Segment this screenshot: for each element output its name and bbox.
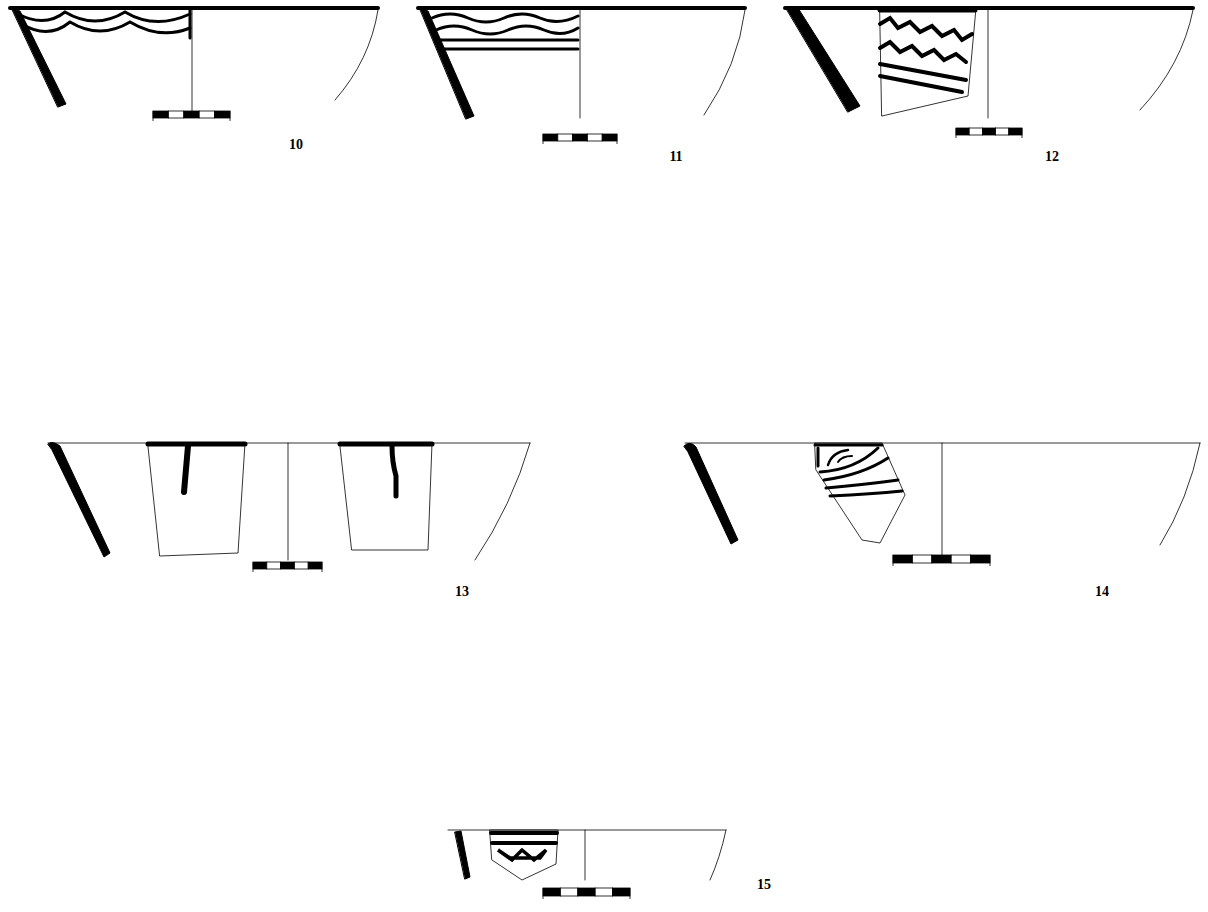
vessel-15: [448, 830, 726, 880]
scale-bar: [893, 555, 990, 566]
figure-number: 14: [1095, 585, 1109, 599]
figure-number: 10: [289, 138, 303, 152]
vessel-11: [418, 8, 745, 119]
figure-number: 13: [455, 585, 469, 599]
scale-bar: [956, 128, 1022, 138]
figure-number: 15: [757, 878, 771, 892]
figure-number: 12: [1045, 150, 1059, 164]
vessel-10: [10, 8, 378, 112]
scale-bar: [253, 562, 322, 572]
scale-bar: [153, 111, 230, 121]
vessel-12: [785, 8, 1193, 118]
vessel-14: [684, 443, 1200, 555]
figure-number: 11: [669, 150, 682, 164]
scale-bar: [543, 888, 630, 899]
scale-bar: [543, 134, 617, 144]
vessel-13: [48, 442, 530, 560]
